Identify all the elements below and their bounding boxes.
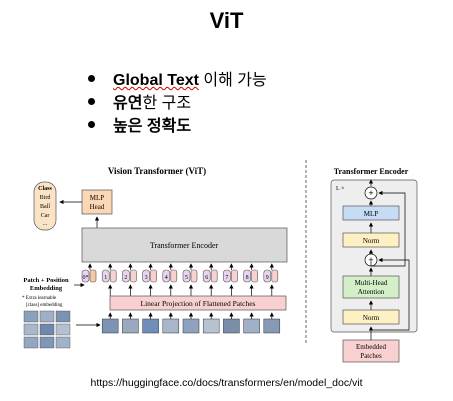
position-embedding-chip [202, 269, 211, 283]
token-index: 1 [104, 275, 107, 281]
input-image-cell [39, 310, 55, 323]
embedded-patches-label: Embedded [356, 343, 386, 351]
patch-position-label: Patch + Position [23, 277, 69, 284]
bullet-rest: 이해 가능 [198, 72, 267, 89]
patch-embedding-chip [251, 269, 258, 283]
patch-embedding-chip [231, 269, 238, 283]
slide-title: ViT [209, 8, 244, 33]
position-embedding-chip [263, 269, 272, 283]
bullet-dot-icon [88, 75, 95, 82]
image-patch [243, 318, 260, 334]
bullet-rest: 한 구조 [142, 95, 192, 112]
transformer-encoder-box [81, 227, 288, 263]
vit-title: Vision Transformer (ViT) [108, 166, 206, 176]
position-embedding-chip [81, 269, 90, 283]
bullet-item: 높은 정확도 [88, 112, 267, 135]
input-image-cell [23, 336, 39, 349]
input-image-cell [55, 323, 71, 336]
patch-embedding-chip [170, 269, 178, 283]
token-index: 2 [124, 275, 127, 281]
linear-projection-box [109, 295, 287, 311]
class-item: Bird [40, 195, 51, 201]
token-index: 6 [205, 275, 208, 281]
residual-arrow [370, 193, 406, 267]
image-patch [182, 318, 200, 334]
embedded-patches-label: Patches [360, 352, 382, 360]
repeat-label: L × [336, 186, 344, 192]
image-patch [142, 318, 159, 334]
extra-note: [class] embedding [26, 303, 63, 308]
bullet-bold: 유연 [113, 95, 143, 112]
image-patch [101, 318, 119, 334]
token-row: 0* 1 2 3 4 5 6 7 8 9 [81, 263, 279, 296]
mlp-label: MLP [364, 210, 379, 218]
source-url: https://huggingface.co/docs/transformers… [90, 377, 363, 389]
mlp-head-label: Head [90, 203, 105, 211]
mlp-head-label: MLP [90, 194, 105, 202]
image-patch [162, 318, 180, 334]
transformer-encoder-label: Transformer Encoder [150, 241, 219, 250]
bullet-dot-icon [88, 98, 95, 105]
position-embedding-chip [142, 269, 150, 283]
residual-arrow [371, 257, 410, 331]
patch-embedding-chip [190, 269, 198, 283]
class-item: Car [41, 213, 50, 219]
image-patch [122, 318, 139, 334]
token-index: 0* [83, 275, 89, 281]
position-embedding-chip [101, 269, 110, 283]
position-embedding-chip [223, 269, 231, 283]
patch-embedding-chip [130, 269, 137, 283]
extra-note: * Extra learnable [22, 296, 57, 301]
patch-embedding-chip [271, 269, 279, 283]
class-box [33, 181, 57, 231]
bullet-item: Global Text 이해 가능 [88, 66, 267, 89]
input-image-grid [23, 310, 71, 349]
patch-embedding-chip [89, 269, 97, 283]
token-index: 4 [165, 275, 168, 281]
token-index: 5 [185, 275, 188, 281]
bullet-dot-icon [88, 121, 95, 128]
token-index: 8 [246, 275, 249, 281]
token-index: 7 [225, 275, 228, 281]
bullet-list: Global Text 이해 가능 유연한 구조 높은 정확도 [88, 66, 267, 135]
patch-embedding-chip [109, 269, 117, 283]
position-embedding-chip [122, 269, 130, 283]
patch-embedding-chip [210, 269, 218, 283]
class-item: ... [43, 221, 48, 227]
bullet-item: 유연한 구조 [88, 89, 267, 112]
input-image-cell [23, 310, 39, 323]
position-embedding-chip [243, 269, 251, 283]
token-index: 9 [266, 275, 269, 281]
plus-symbol: + [368, 255, 373, 265]
input-image-cell [39, 323, 55, 336]
image-patch [223, 318, 240, 334]
norm-top-label: Norm [363, 237, 380, 245]
patch-row [101, 312, 281, 334]
linear-projection-label: Linear Projection of Flattened Patches [141, 299, 256, 308]
position-embedding-chip [182, 269, 191, 283]
image-patch [263, 318, 281, 334]
input-image-cell [23, 323, 39, 336]
attention-label: Multi-Head [355, 279, 388, 287]
position-embedding-chip [162, 269, 171, 283]
input-image-cell [39, 336, 55, 349]
mlp-head-box [81, 189, 113, 215]
bullet-bold: 높은 정확도 [113, 118, 192, 135]
encoder-detail-title: Transformer Encoder [334, 167, 409, 176]
attention-label: Attention [358, 288, 385, 296]
norm-bottom-label: Norm [363, 314, 380, 322]
patch-position-label: Embedding [30, 285, 63, 292]
bullet-bold: Global Text [113, 72, 199, 89]
plus-symbol: + [368, 188, 373, 198]
class-label: Class [38, 186, 52, 192]
class-item: Ball [40, 204, 50, 210]
input-image-cell [55, 310, 71, 323]
image-patch [202, 318, 220, 334]
token-index: 3 [145, 275, 148, 281]
patch-embedding-chip [150, 269, 157, 283]
input-image-cell [55, 336, 71, 349]
